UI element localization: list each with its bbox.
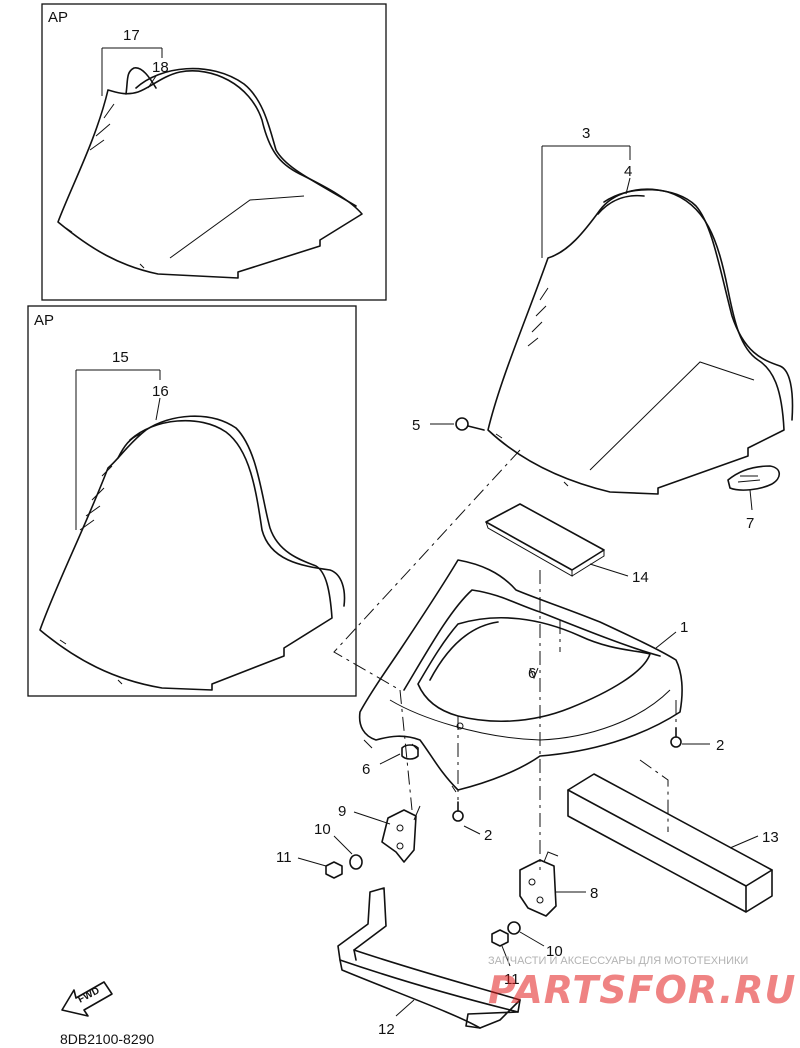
- bracket-9: [381, 805, 421, 863]
- callout-10b: 10: [546, 943, 563, 960]
- callout-2b: 2: [716, 737, 724, 754]
- leader-11a: [297, 857, 327, 867]
- bolt-5: [455, 417, 485, 431]
- callout-9: 9: [338, 803, 346, 820]
- callout-18: 18: [152, 59, 169, 76]
- callout-13: 13: [762, 829, 779, 846]
- watermark-tagline: ЗАПЧАСТИ И АКСЕССУАРЫ ДЛЯ МОТОТЕХНИКИ: [488, 955, 749, 967]
- bracket-8: [519, 851, 559, 917]
- callout-8: 8: [590, 885, 598, 902]
- foam-block-13: [567, 773, 773, 913]
- callout-1: 1: [680, 619, 688, 636]
- callout-16: 16: [152, 383, 169, 400]
- windshield-3: [487, 188, 794, 495]
- leader-11b: [501, 945, 511, 967]
- leader-3-4: [541, 145, 631, 258]
- pad-14: [485, 503, 605, 577]
- watermark-logo: PARTSFOR.RU: [488, 968, 797, 1012]
- callout-7: 7: [746, 515, 754, 532]
- callout-17: 17: [123, 27, 140, 44]
- callout-5: 5: [412, 417, 420, 434]
- callout-3: 3: [582, 125, 590, 142]
- fwd-arrow-icon: [61, 981, 113, 1017]
- callout-6a: 6: [362, 761, 370, 778]
- leader-10a: [333, 835, 353, 855]
- knob-7: [727, 465, 781, 491]
- windshield-alt-17: [57, 67, 363, 279]
- callout-12: 12: [378, 1021, 395, 1038]
- inset-label-ap-bottom: AP: [34, 312, 54, 329]
- leader-2a: [463, 825, 481, 835]
- assembly-lines: [333, 449, 677, 870]
- leader-6a: [379, 753, 401, 765]
- leader-13: [729, 835, 759, 849]
- callout-14: 14: [632, 569, 649, 586]
- screw-2-right: [670, 727, 682, 748]
- inset-label-ap-top: AP: [48, 9, 68, 26]
- inset-box-ap-bottom: [27, 305, 357, 697]
- leader-10b: [519, 931, 545, 947]
- leader-1: [655, 631, 677, 649]
- nut-6: [401, 667, 539, 760]
- callout-11b: 11: [504, 971, 520, 988]
- inset-box-ap-top: [41, 3, 387, 301]
- leader-7: [749, 489, 753, 511]
- part-code: 8DB2100-8290: [60, 1031, 154, 1047]
- callout-6b: 6: [528, 665, 536, 682]
- nut-11-left: [325, 861, 343, 879]
- cowl-1: [358, 559, 683, 793]
- leader-17-18: [101, 47, 163, 96]
- screw-2-center: [452, 801, 464, 822]
- leader-12: [395, 999, 415, 1017]
- washer-10-right: [507, 921, 521, 935]
- callout-2a: 2: [484, 827, 492, 844]
- callout-10a: 10: [314, 821, 331, 838]
- nut-11-right: [491, 929, 509, 947]
- leader-9: [353, 811, 391, 825]
- leader-14: [589, 563, 629, 577]
- frame-pad-12: [337, 887, 521, 1029]
- washer-10-left: [349, 854, 363, 870]
- callout-4: 4: [624, 163, 632, 180]
- callout-15: 15: [112, 349, 129, 366]
- windshield-alt-15: [39, 415, 346, 691]
- callout-11a: 11: [276, 849, 292, 866]
- leader-15-16: [75, 369, 161, 530]
